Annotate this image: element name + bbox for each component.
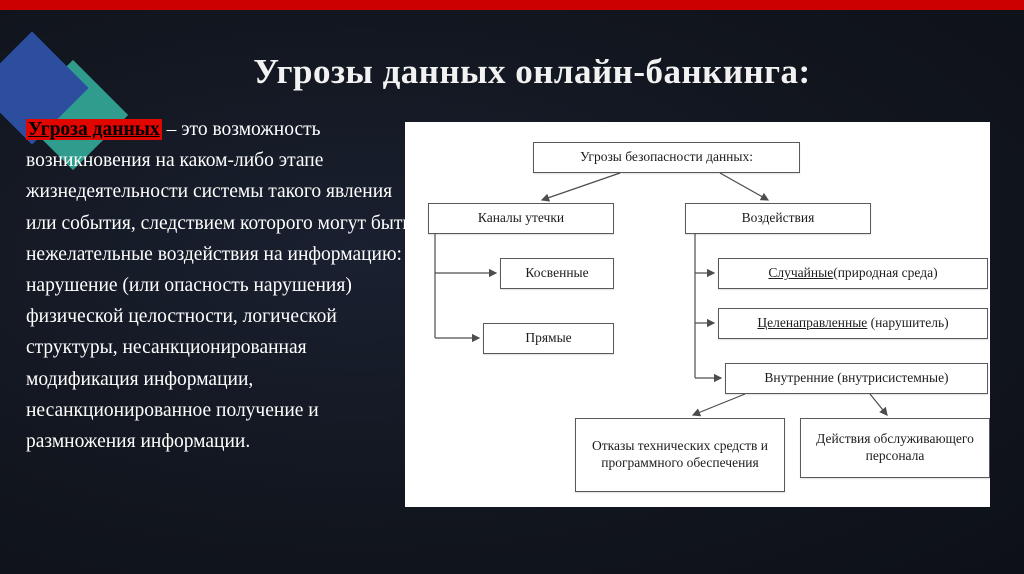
top-accent-bar <box>0 0 1024 10</box>
node-direct: Прямые <box>483 323 614 354</box>
diagram-panel: Угрозы безопасности данных: Каналы утечк… <box>405 122 990 507</box>
connector-lines <box>434 172 888 417</box>
node-internal: Внутренние (внутрисистемные) <box>725 363 988 394</box>
node-impacts: Воздействия <box>685 203 871 234</box>
node-random-rest: (природная среда) <box>833 265 938 281</box>
node-leak-channels: Каналы утечки <box>428 203 614 234</box>
node-targeted-underlined: Целенаправленные <box>757 315 868 331</box>
node-threats-root: Угрозы безопасности данных: <box>533 142 800 173</box>
node-random: Случайные(природная среда) <box>718 258 988 289</box>
node-personnel-actions: Действия обслуживающего персонала <box>800 418 990 478</box>
node-hardware-software-failures: Отказы технических средств и программног… <box>575 418 785 492</box>
slide-title: Угрозы данных онлайн-банкинга: <box>253 52 811 91</box>
node-random-underlined: Случайные <box>768 265 834 281</box>
node-indirect: Косвенные <box>500 258 614 289</box>
definition-body: – это возможность возникновения на каком… <box>26 119 412 452</box>
node-targeted-rest: (нарушитель) <box>867 315 949 331</box>
definition-paragraph: Угроза данных – это возможность возникно… <box>26 114 418 457</box>
definition-term: Угроза данных <box>26 119 162 140</box>
node-targeted: Целенаправленные (нарушитель) <box>718 308 988 339</box>
